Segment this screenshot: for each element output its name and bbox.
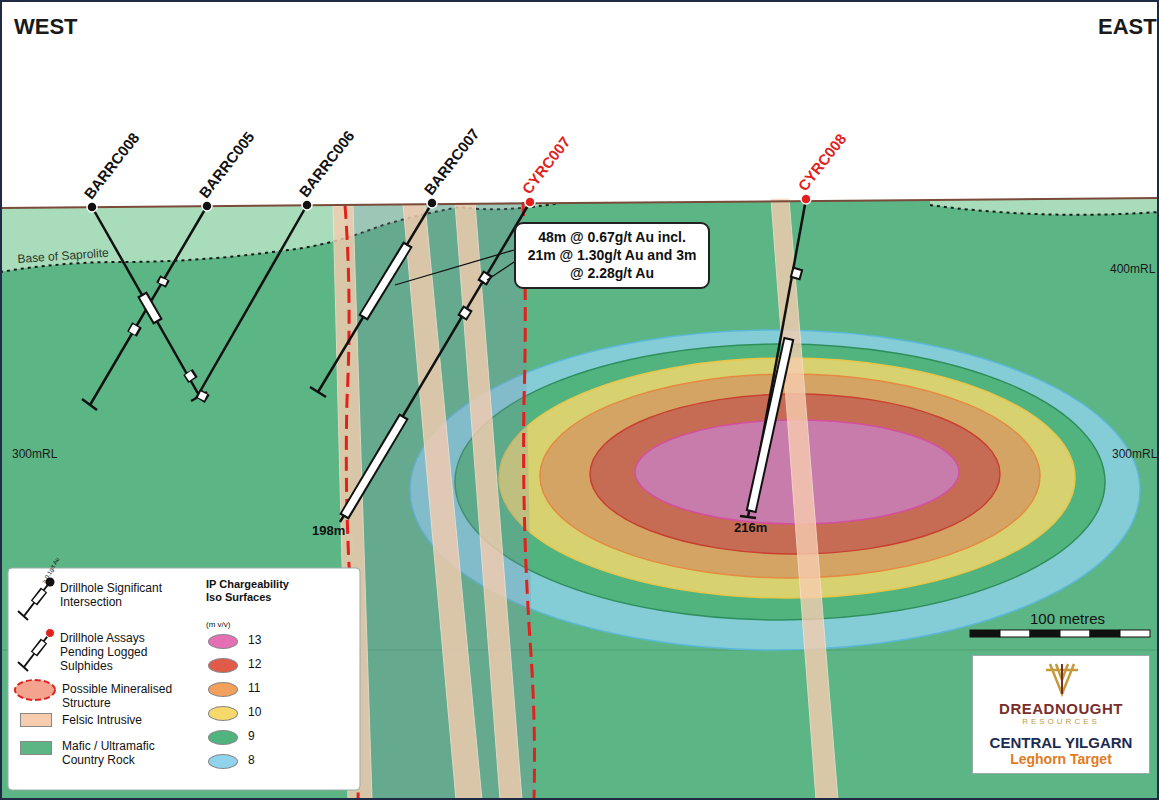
legend-text: 11	[248, 682, 288, 696]
callout-text: 48m @ 0.67g/t Au incl. 21m @ 1.30g/t Au …	[524, 228, 700, 283]
elevation-label: 300mRL	[12, 448, 57, 462]
legend-swatch	[208, 730, 238, 745]
legend-swatch	[208, 706, 238, 721]
title-block: DREADNOUGHTRESOURCES CENTRAL YILGARNLegho…	[972, 655, 1150, 774]
direction-label: EAST	[1098, 14, 1157, 39]
elevation-label: 300mRL	[1112, 448, 1157, 462]
legend-text: Mafic / Ultramafic Country Rock	[62, 740, 172, 768]
intercept-callout: 48m @ 0.67g/t Au incl. 21m @ 1.30g/t Au …	[514, 222, 710, 289]
unit-label: (m v/v)	[206, 620, 230, 629]
legend-swatch	[20, 713, 52, 727]
legend-swatch	[208, 754, 238, 769]
legend-text: Felsic Intrusive	[62, 714, 192, 728]
elevation-label: 400mRL	[1110, 263, 1155, 277]
brand-text: CENTRAL YILGARN	[977, 734, 1145, 751]
legend-swatch	[208, 658, 238, 673]
legend-text: 9	[248, 730, 288, 744]
legend-text: 8	[248, 754, 288, 768]
legend-text: 10	[248, 706, 288, 720]
legend-text: 13	[248, 634, 288, 648]
legend-text: Drillhole Significant Intersection	[60, 582, 180, 610]
legend-text: Possible Mineralised Structure	[62, 683, 192, 711]
depth-label: 198m	[312, 524, 345, 539]
brand-text: Leghorn Target	[977, 751, 1145, 767]
legend-swatch	[208, 634, 238, 649]
legend-text: 12	[248, 658, 288, 672]
direction-label: WEST	[14, 14, 78, 39]
logo-icon	[1042, 660, 1082, 698]
brand-text: DREADNOUGHT	[977, 700, 1145, 717]
legend-swatch	[20, 741, 52, 755]
brand-text: RESOURCES	[977, 717, 1145, 726]
legend-text: Drillhole Assays Pending Logged Sulphide…	[60, 632, 180, 673]
scale-label: 100 metres	[1030, 610, 1105, 627]
legend-heading: IP Chargeability Iso Surfaces	[206, 578, 306, 603]
depth-label: 216m	[734, 521, 767, 536]
legend-swatch	[208, 682, 238, 697]
